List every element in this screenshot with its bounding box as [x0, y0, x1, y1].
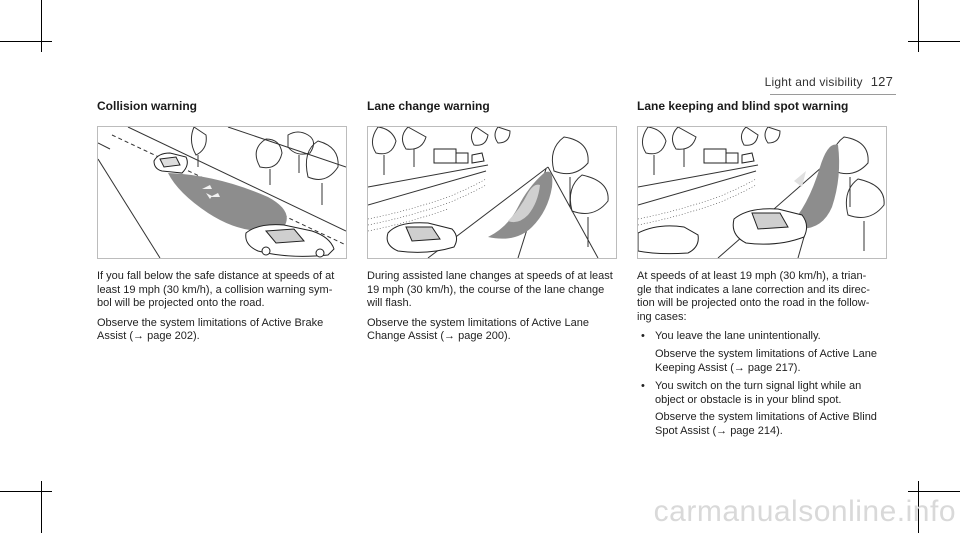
crop-mark [41, 0, 42, 52]
text-line: bol will be projected onto the road. [97, 297, 265, 310]
text-line: object or obstacle is in your blind spot… [655, 393, 842, 406]
section-body: During assisted lane changes at speeds o… [367, 270, 617, 344]
list-item-note: Observe the system limitations of Active… [655, 348, 887, 375]
body-paragraph: During assisted lane changes at speeds o… [367, 270, 617, 311]
list-item: • You switch on the turn signal light wh… [637, 380, 887, 438]
section-body: If you fall below the safe distance at s… [97, 270, 347, 344]
bullet-icon: • [641, 380, 645, 393]
crop-mark [908, 491, 960, 492]
page-reference[interactable]: Assist (→ page 202). [97, 330, 200, 343]
text-line: You switch on the turn signal light whil… [655, 380, 862, 393]
collision-warning-illustration-icon [98, 127, 346, 258]
text-line: 19 mph (30 km/h), the course of the lane… [367, 283, 605, 296]
crop-mark [0, 41, 52, 42]
crop-mark [918, 481, 919, 533]
body-paragraph: Observe the system limitations of Active… [97, 317, 347, 344]
lane-keeping-blind-spot-figure [637, 126, 887, 259]
bullet-icon: • [641, 330, 645, 343]
crop-mark [0, 491, 52, 492]
collision-warning-figure [97, 126, 347, 259]
crop-mark [908, 41, 960, 42]
text-line: Observe the system limitations of Active… [655, 347, 877, 360]
lane-keeping-blind-spot-illustration-icon [638, 127, 885, 258]
text-line: tion will be projected onto the road in … [637, 297, 870, 310]
text-line: Observe the system limitations of Active… [655, 411, 877, 424]
page-reference[interactable]: Spot Assist (→ page 214). [655, 424, 783, 437]
crop-mark [41, 481, 42, 533]
text-line: You leave the lane unintentionally. [655, 330, 821, 343]
list-item-note: Observe the system limitations of Active… [655, 411, 887, 438]
page-number: 127 [870, 74, 893, 89]
text-line: gle that indicates a lane correction and… [637, 283, 870, 296]
section-heading: Lane change warning [367, 99, 490, 113]
text-line: During assisted lane changes at speeds o… [367, 270, 613, 282]
text-line: will flash. [367, 297, 412, 310]
list-item-text: You switch on the turn signal light whil… [655, 380, 887, 407]
text-line: Observe the system limitations of Active… [367, 316, 589, 329]
section-heading: Collision warning [97, 99, 198, 113]
lane-keeping-blind-spot-section: Lane keeping and blind spot warning [637, 100, 887, 444]
text-line: Observe the system limitations of Active… [97, 316, 324, 329]
body-paragraph: If you fall below the safe distance at s… [97, 270, 347, 311]
text-line: At speeds of at least 19 mph (30 km/h), … [637, 270, 867, 282]
list-item-text: You leave the lane unintentionally. [655, 330, 887, 344]
list-item: • You leave the lane unintentionally. Ob… [637, 330, 887, 375]
case-list: • You leave the lane unintentionally. Ob… [637, 330, 887, 438]
section-title: Light and visibility [764, 75, 863, 89]
page-reference[interactable]: Keeping Assist (→ page 217). [655, 361, 801, 374]
body-paragraph: At speeds of at least 19 mph (30 km/h), … [637, 270, 887, 324]
watermark: carmanualsonline.info [653, 495, 956, 528]
page-reference[interactable]: Change Assist (→ page 200). [367, 330, 511, 343]
text-line: If you fall below the safe distance at s… [97, 270, 335, 282]
running-header: Light and visibility 127 [765, 74, 893, 89]
body-paragraph: Observe the system limitations of Active… [367, 317, 617, 344]
lane-change-warning-illustration-icon [368, 127, 609, 258]
header-rule [770, 94, 896, 95]
collision-warning-section: Collision warning [97, 100, 347, 350]
section-heading: Lane keeping and blind spot warning [637, 99, 849, 113]
crop-mark [918, 0, 919, 52]
lane-change-warning-section: Lane change warning [367, 100, 617, 350]
text-line: ing cases: [637, 310, 687, 323]
text-line: least 19 mph (30 km/h), a collision warn… [97, 283, 333, 296]
lane-change-warning-figure [367, 126, 617, 259]
section-body: At speeds of at least 19 mph (30 km/h), … [637, 270, 887, 439]
